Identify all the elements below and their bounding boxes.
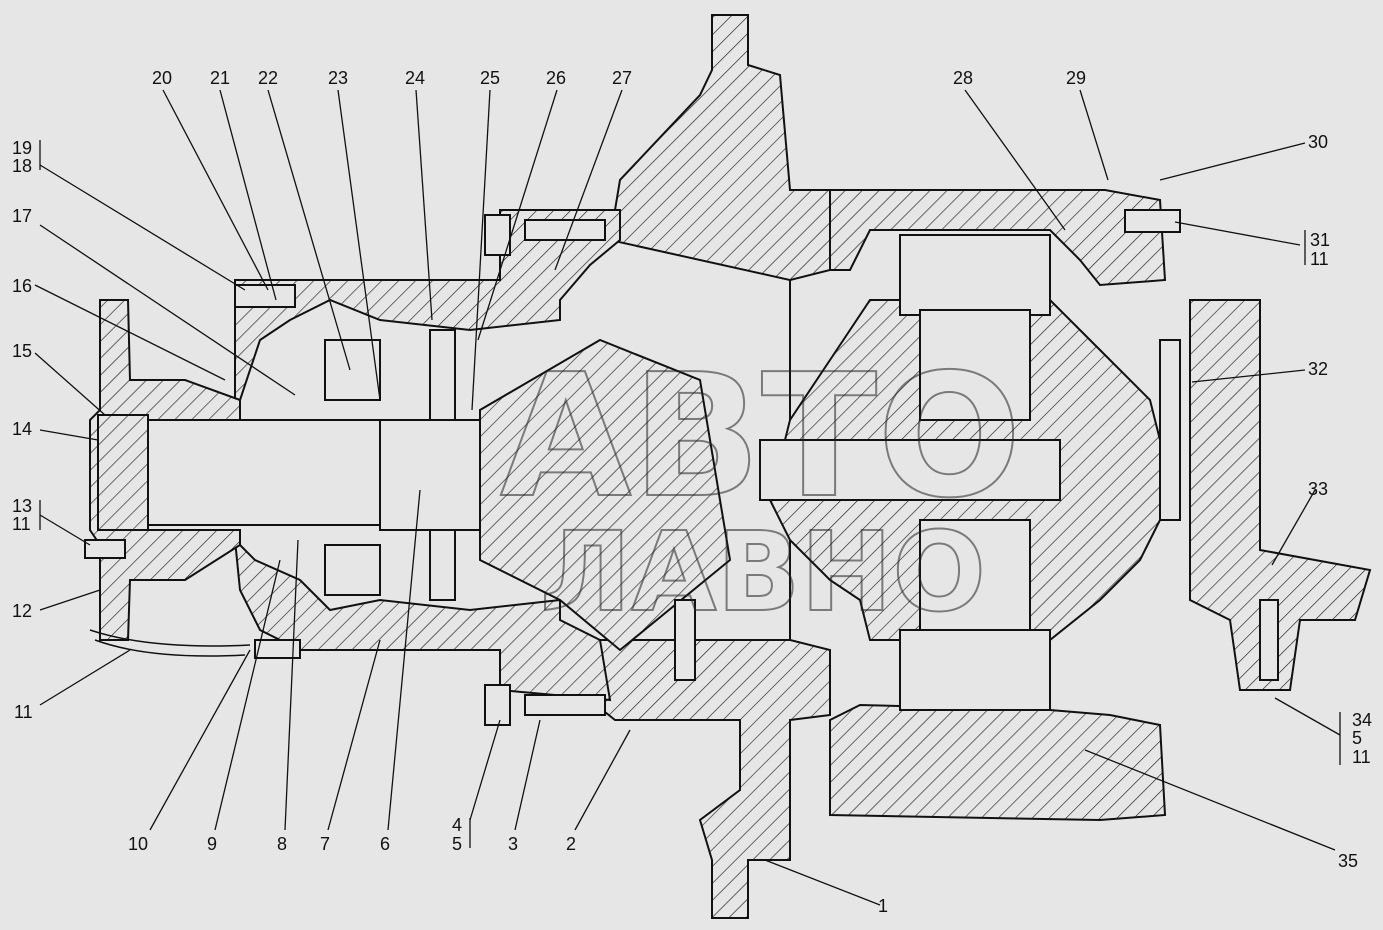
label-34: 34 bbox=[1352, 710, 1372, 730]
housing-section bbox=[84, 14, 1372, 919]
label-35: 35 bbox=[1338, 851, 1358, 871]
label-11b: 11 bbox=[12, 514, 31, 534]
label-20: 20 bbox=[152, 68, 172, 88]
label-18: 18 bbox=[12, 156, 32, 176]
label-1: 1 bbox=[878, 896, 888, 916]
label-24: 24 bbox=[405, 68, 425, 88]
label-16: 16 bbox=[12, 276, 32, 296]
label-11d: 11 bbox=[1352, 747, 1371, 767]
label-7: 7 bbox=[320, 834, 330, 854]
label-14: 14 bbox=[12, 419, 32, 439]
label-31: 31 bbox=[1310, 230, 1330, 250]
label-17: 17 bbox=[12, 206, 32, 226]
label-11a: 11 bbox=[14, 702, 33, 722]
label-30: 30 bbox=[1308, 132, 1328, 152]
callout-labels: 1 2 3 4 5 6 7 8 9 10 11 12 13 11 14 15 1… bbox=[12, 68, 1372, 916]
label-2: 2 bbox=[566, 834, 576, 854]
watermark: АВТО ЛАВНО bbox=[499, 337, 1023, 637]
label-32: 32 bbox=[1308, 359, 1328, 379]
label-3: 3 bbox=[508, 834, 518, 854]
label-6: 6 bbox=[380, 834, 390, 854]
label-8: 8 bbox=[277, 834, 287, 854]
label-11c: 11 bbox=[1310, 249, 1329, 269]
label-29: 29 bbox=[1066, 68, 1086, 88]
label-5a: 5 bbox=[452, 834, 462, 854]
watermark-line1: АВТО bbox=[500, 338, 1022, 536]
label-13: 13 bbox=[12, 496, 32, 516]
label-21: 21 bbox=[210, 68, 230, 88]
label-15: 15 bbox=[12, 341, 32, 361]
label-4: 4 bbox=[452, 815, 462, 835]
label-5b: 5 bbox=[1352, 728, 1362, 748]
label-28: 28 bbox=[953, 68, 973, 88]
label-9: 9 bbox=[207, 834, 217, 854]
label-19: 19 bbox=[12, 138, 32, 158]
label-27: 27 bbox=[612, 68, 632, 88]
label-25: 25 bbox=[480, 68, 500, 88]
label-10: 10 bbox=[128, 834, 148, 854]
leader-lines bbox=[34, 89, 1341, 906]
label-33: 33 bbox=[1308, 479, 1328, 499]
watermark-line2: ЛАВНО bbox=[540, 508, 986, 636]
label-26: 26 bbox=[546, 68, 566, 88]
label-23: 23 bbox=[328, 68, 348, 88]
label-12: 12 bbox=[12, 601, 32, 621]
label-22: 22 bbox=[258, 68, 278, 88]
